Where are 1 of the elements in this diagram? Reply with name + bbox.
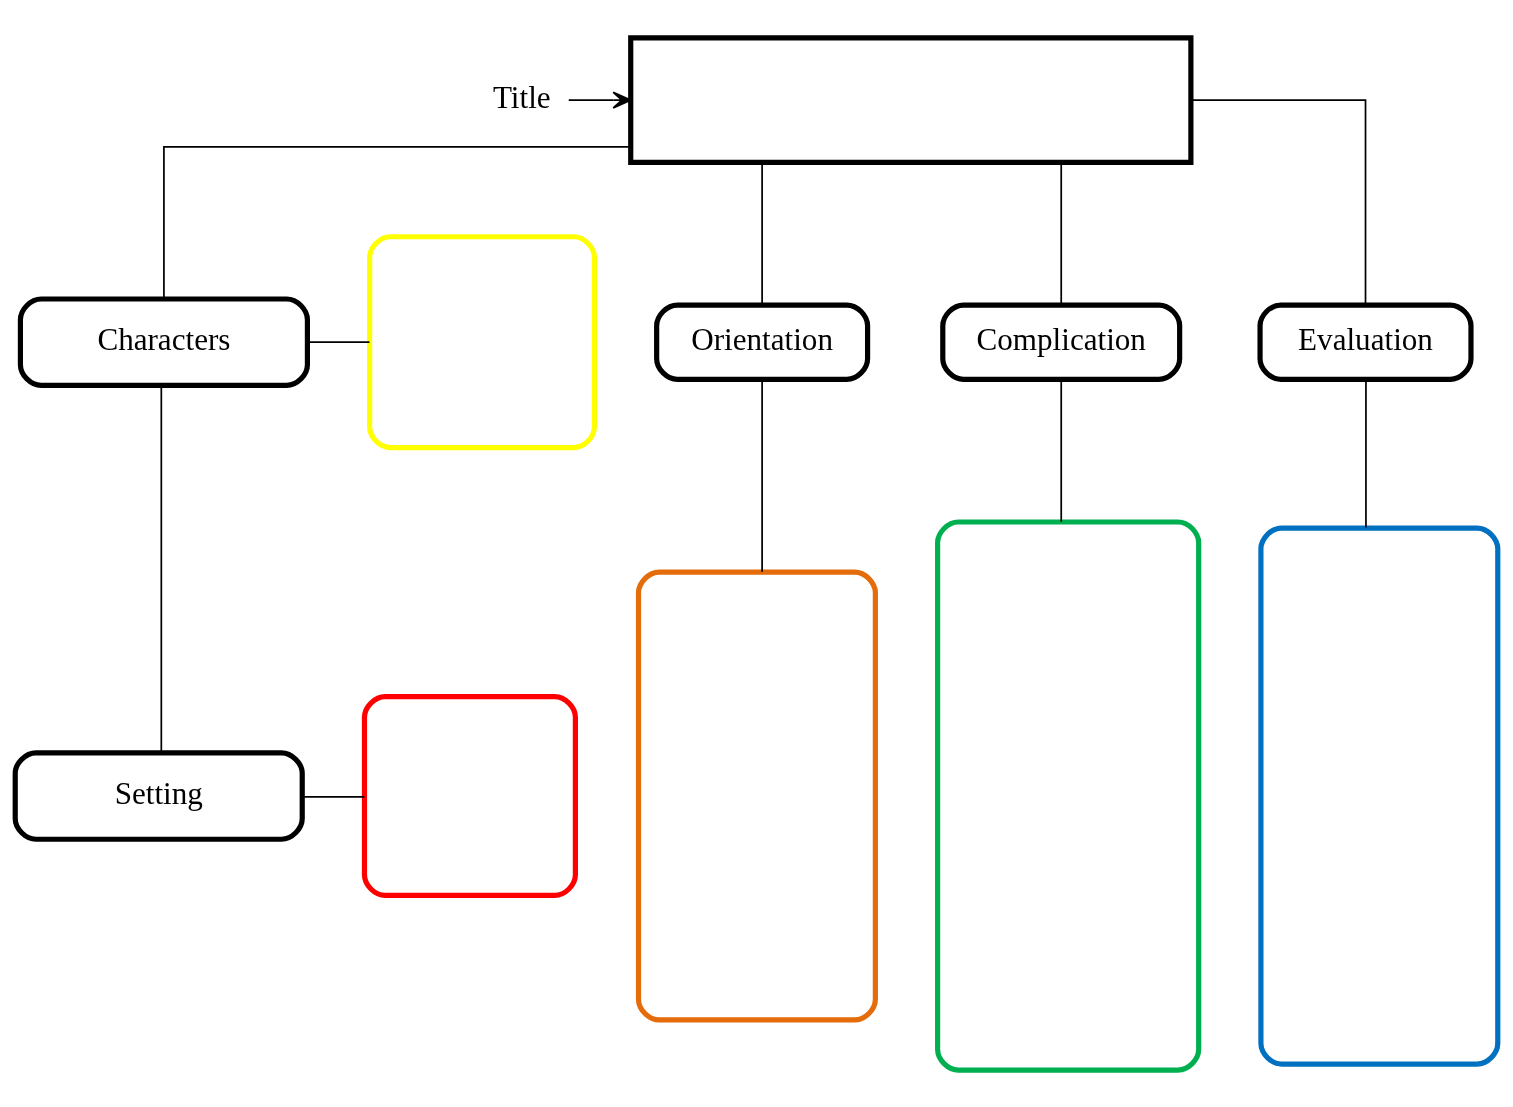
- node-text: Title: [492, 79, 551, 115]
